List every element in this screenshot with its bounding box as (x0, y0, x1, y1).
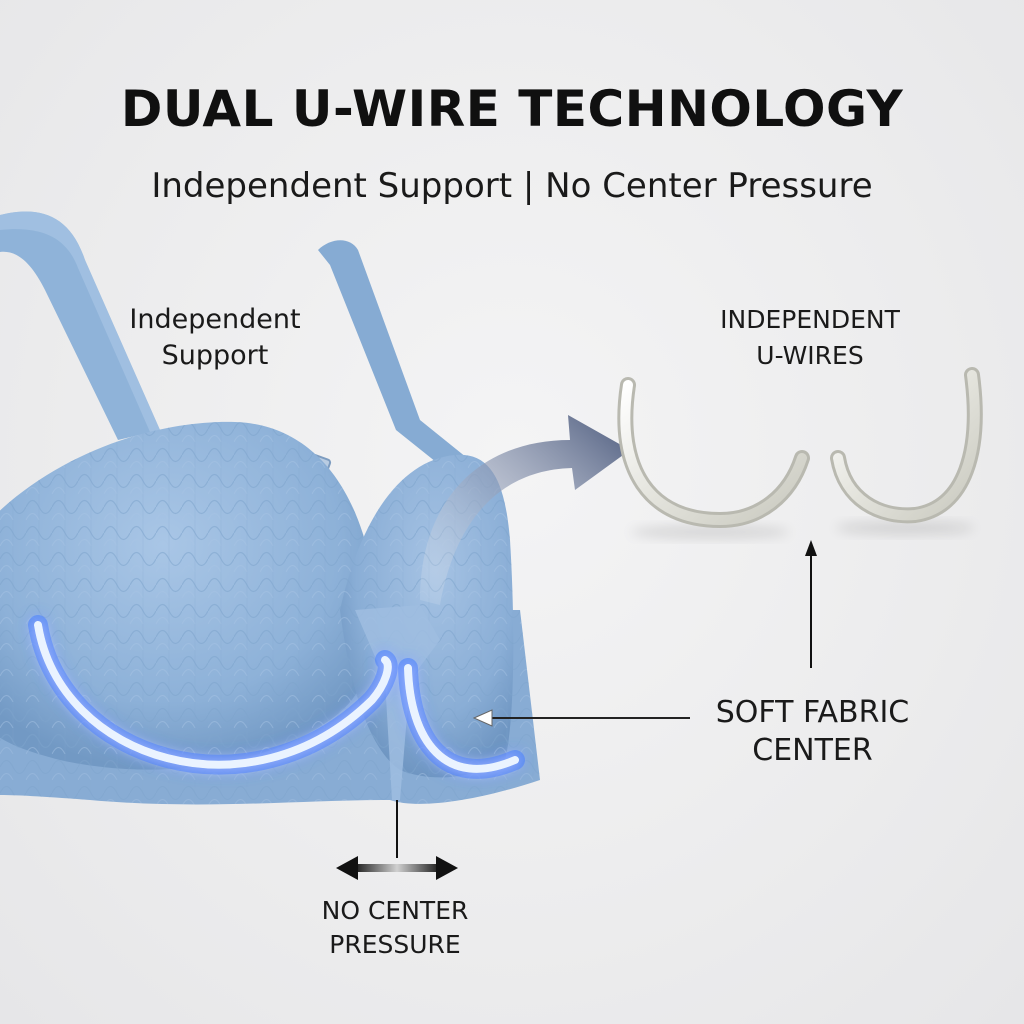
label-line: INDEPENDENT (720, 305, 900, 334)
label-line: SOFT FABRIC (715, 695, 910, 730)
label-line: Support (161, 340, 269, 371)
glowing-underwires (28, 615, 525, 779)
up-arrow-icon (805, 540, 817, 668)
label-no-center-pressure: NO CENTER PRESSURE (290, 894, 500, 962)
left-cup (0, 421, 377, 770)
label-line: CENTER (752, 733, 873, 768)
label-line: U-WIRES (756, 341, 864, 370)
page-title: DUAL U-WIRE TECHNOLOGY (120, 80, 904, 138)
independent-u-wires (617, 367, 983, 538)
page-subtitle: Independent Support | No Center Pressure (151, 166, 873, 206)
label-soft-fabric-center: SOFT FABRIC CENTER (690, 694, 935, 770)
label-independent-support: Independent Support (110, 302, 320, 374)
curved-arrow-icon (420, 415, 630, 605)
center-gore (355, 605, 440, 800)
label-independent-u-wires: INDEPENDENT U-WIRES (690, 302, 930, 374)
label-line: Independent (129, 304, 301, 335)
label-line: PRESSURE (329, 930, 461, 959)
label-line: NO CENTER (321, 896, 469, 925)
left-arrow-icon (472, 709, 690, 727)
left-right-arrow-icon (336, 800, 458, 880)
